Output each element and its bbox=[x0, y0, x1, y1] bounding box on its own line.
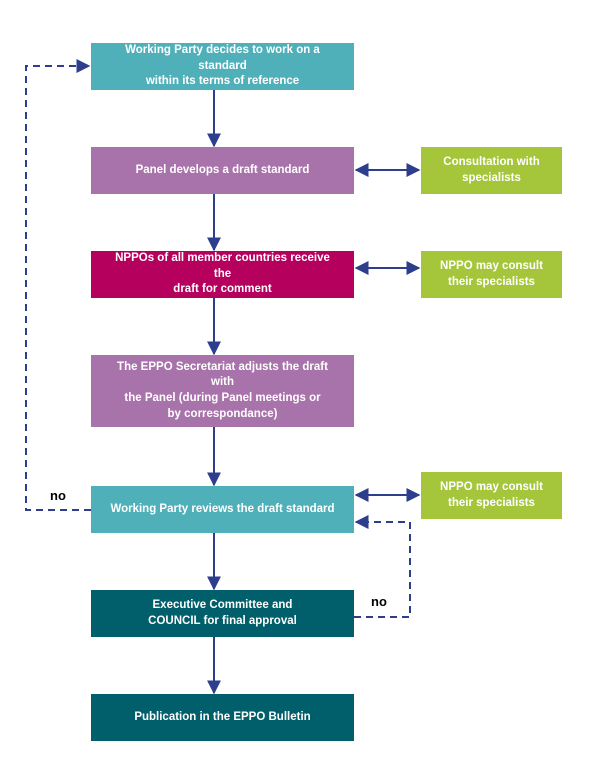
step-review: Working Party reviews the draft standard bbox=[91, 486, 354, 533]
loop-review-to-start bbox=[25, 59, 91, 511]
step-approval: Executive Committee and COUNCIL for fina… bbox=[91, 590, 354, 637]
loop-approval-to-review bbox=[354, 515, 411, 618]
loop-label-right: no bbox=[371, 594, 387, 609]
step-panel: Panel develops a draft standard bbox=[91, 147, 354, 194]
step-publication: Publication in the EPPO Bulletin bbox=[91, 694, 354, 741]
step-secretariat: The EPPO Secretariat adjusts the draft w… bbox=[91, 355, 354, 427]
side-nppo-consult-1: NPPO may consult their specialists bbox=[421, 251, 562, 298]
side-nppo-consult-2: NPPO may consult their specialists bbox=[421, 472, 562, 519]
side-consultation: Consultation with specialists bbox=[421, 147, 562, 194]
step-nppo: NPPOs of all member countries receive th… bbox=[91, 251, 354, 298]
loop-label-left: no bbox=[50, 488, 66, 503]
step-start: Working Party decides to work on a stand… bbox=[91, 43, 354, 90]
